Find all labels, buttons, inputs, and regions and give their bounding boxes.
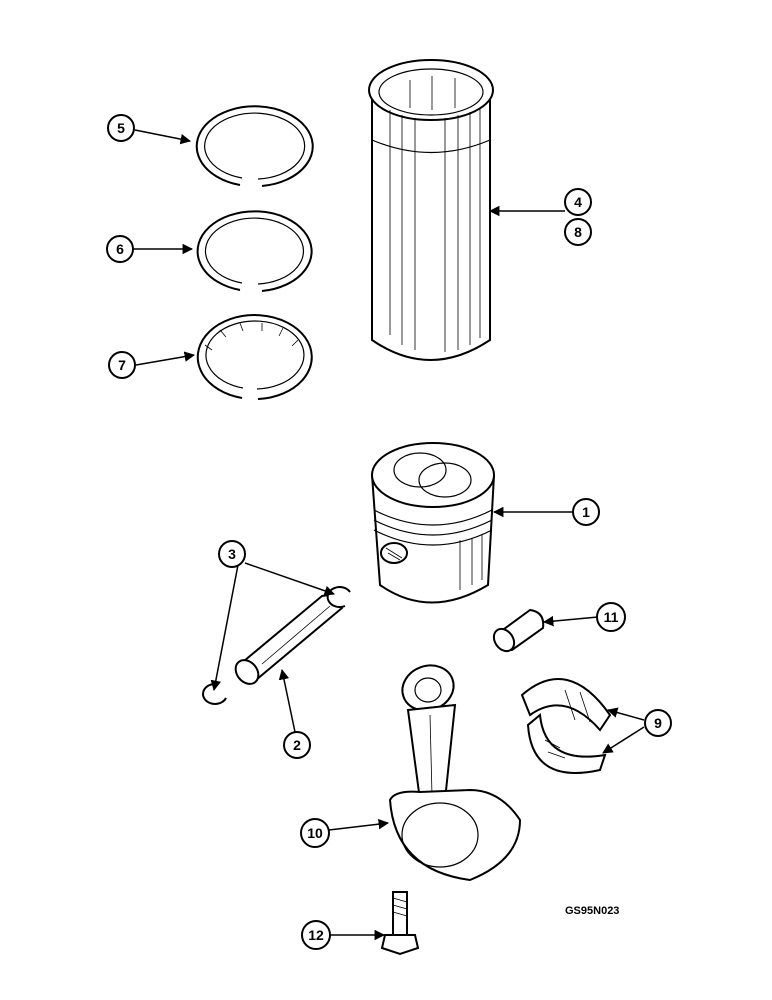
svg-text:9: 9 xyxy=(654,715,662,731)
callout-3: 3 xyxy=(218,540,246,568)
callout-2: 2 xyxy=(283,731,311,759)
leader-5 xyxy=(134,129,192,145)
callout-6: 6 xyxy=(106,235,134,263)
callout-12: 12 xyxy=(301,920,331,950)
leader-10 xyxy=(328,818,390,831)
svg-text:1: 1 xyxy=(582,504,590,520)
callout-5: 5 xyxy=(107,114,135,142)
svg-text:10: 10 xyxy=(307,825,323,841)
bearing-shell-lower xyxy=(526,713,607,774)
callout-1: 1 xyxy=(572,498,600,526)
figure-id: GS95N023 xyxy=(565,905,619,917)
callout-10: 10 xyxy=(300,818,330,848)
svg-text:4: 4 xyxy=(574,194,582,210)
callout-4: 4 xyxy=(564,188,592,216)
callout-11: 11 xyxy=(596,602,626,632)
circlip-left xyxy=(202,682,227,705)
leader-7 xyxy=(135,351,196,366)
piston-pin xyxy=(234,594,344,685)
leader-2 xyxy=(278,668,296,733)
callout-7: 7 xyxy=(108,351,136,379)
cylinder-liner xyxy=(368,59,494,361)
svg-text:8: 8 xyxy=(574,224,582,240)
svg-text:12: 12 xyxy=(308,927,324,943)
piston-ring-second xyxy=(196,210,313,292)
leader-3a xyxy=(210,564,239,692)
callout-8: 8 xyxy=(564,218,592,246)
leader-9b xyxy=(602,726,645,754)
piston xyxy=(370,442,496,604)
leader-9a xyxy=(606,707,645,721)
connecting-rod xyxy=(388,664,522,882)
svg-text:5: 5 xyxy=(117,120,125,136)
connecting-rod-bolt xyxy=(380,891,420,956)
small-end-bushing xyxy=(492,608,545,653)
svg-text:3: 3 xyxy=(228,546,236,562)
circlip-right xyxy=(326,586,351,609)
svg-text:2: 2 xyxy=(293,737,301,753)
piston-ring-oil xyxy=(196,314,313,400)
leader-11 xyxy=(542,615,599,627)
callout-9: 9 xyxy=(644,709,672,737)
svg-text:7: 7 xyxy=(118,357,126,373)
piston-ring-top xyxy=(195,105,314,187)
leader-3b xyxy=(244,562,335,596)
svg-text:11: 11 xyxy=(604,609,619,625)
svg-text:6: 6 xyxy=(116,241,124,257)
bearing-shell-upper xyxy=(520,678,612,732)
